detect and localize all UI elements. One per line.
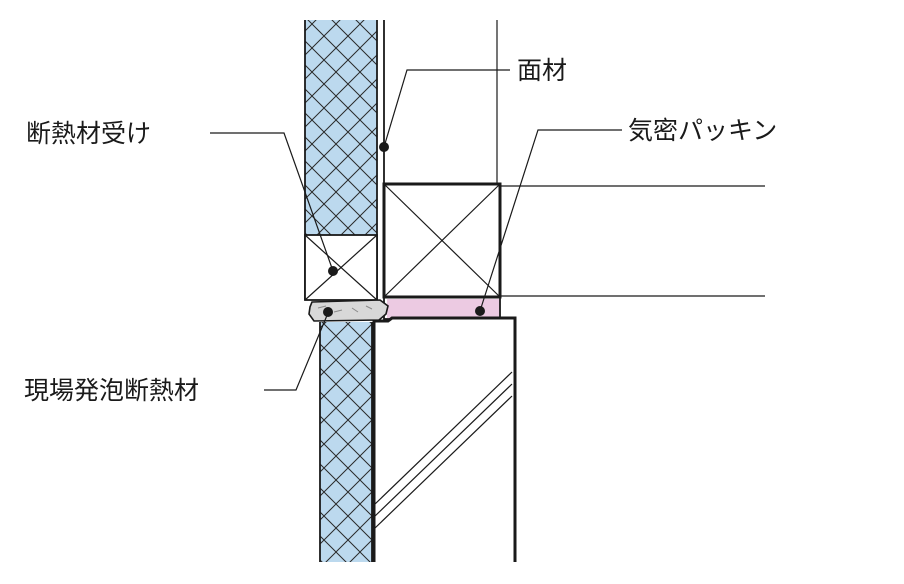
spray-foam: [308, 299, 389, 322]
lower-insulation-panel: [319, 322, 373, 562]
leader-facing: [379, 69, 510, 152]
leader-spray-foam: [264, 307, 333, 391]
lower-wall: [372, 316, 517, 562]
upper-insulation-panel: [304, 20, 378, 300]
insulation-support-label: 断熱材受け: [26, 119, 151, 148]
airtight-packing-label: 気密パッキン: [628, 116, 777, 145]
leader-insulation-support: [210, 132, 338, 276]
upper-frame-lines: [496, 20, 765, 297]
facing-label: 面材: [517, 56, 567, 85]
beam-block: [382, 182, 502, 299]
spray-foam-label: 現場発泡断熱材: [24, 376, 199, 405]
insulation-support-block: [304, 234, 378, 301]
leader-airtight-packing: [475, 129, 622, 316]
